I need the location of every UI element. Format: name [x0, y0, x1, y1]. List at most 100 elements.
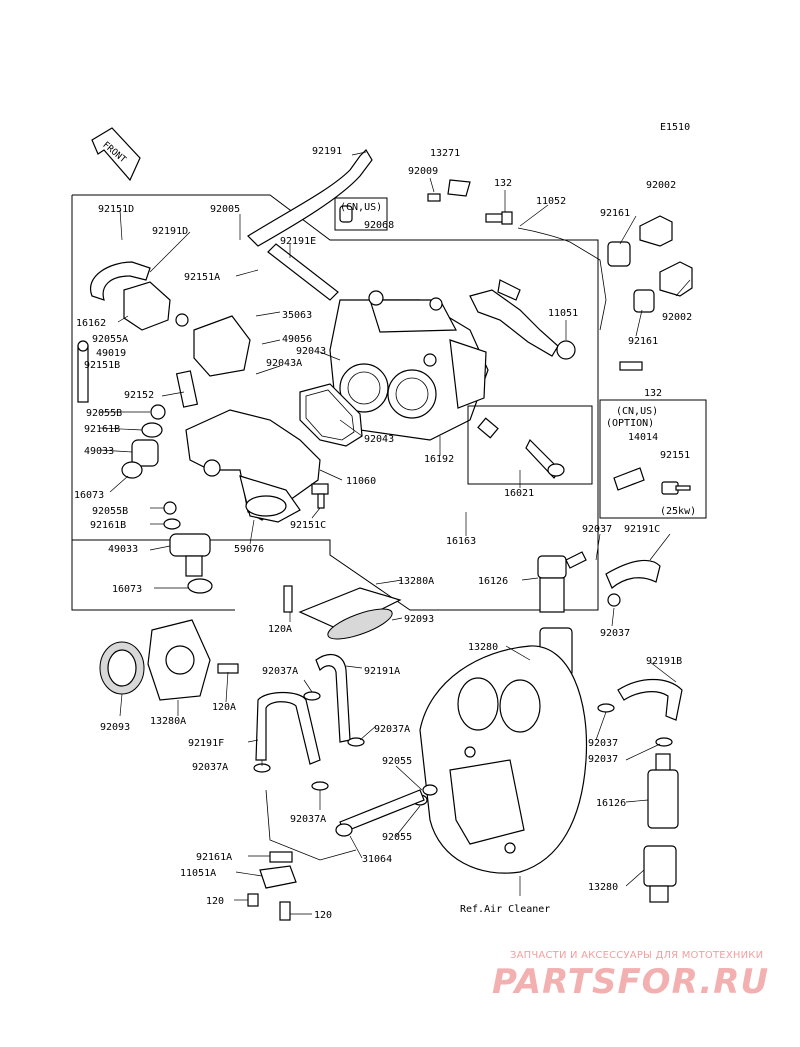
label-132-b: 132 [644, 388, 662, 399]
gasket-13280A-2 [147, 619, 211, 701]
cn-us-option-box [599, 399, 707, 519]
label-92191: 92191 [312, 146, 342, 157]
ring-92055B-1 [150, 404, 166, 420]
part-14014 [613, 467, 645, 491]
note-cn-us: (CN,US) [340, 202, 382, 213]
label-92037A-4: 92037A [290, 814, 326, 825]
valve-16126-top [537, 551, 621, 613]
label-92093-2: 92093 [100, 722, 130, 733]
bolt-120-b [279, 901, 291, 921]
pipe-31064 [335, 789, 425, 837]
bracket-11051 [469, 289, 559, 357]
cable-clip [497, 279, 521, 301]
label-92009: 92009 [408, 166, 438, 177]
hose-92191d [89, 261, 151, 301]
hose-92191a [315, 653, 351, 743]
label-11051A: 11051A [180, 868, 216, 879]
label-92191C: 92191C [624, 524, 660, 535]
label-92161-b: 92161 [628, 336, 658, 347]
leader-lines [99, 151, 691, 915]
label-92093-1: 92093 [404, 614, 434, 625]
clip-11051A [259, 865, 297, 889]
hose-92191 [247, 149, 373, 247]
watermark-tagline: ЗАПЧАСТИ И АКСЕССУАРЫ ДЛЯ МОТОТЕХНИКИ [510, 950, 764, 961]
bolt-120-a [247, 893, 259, 907]
ring-92055B-2 [163, 501, 177, 515]
label-13280-b: 13280 [588, 882, 618, 893]
injector-49033-1 [131, 439, 159, 467]
note-cn-us-option-2: (OPTION) [606, 418, 654, 429]
part-labels: E1510 92191 13271 92009 132 11052 92002 … [74, 122, 696, 921]
bracket-49019 [193, 315, 251, 377]
sensor-16021 [477, 417, 565, 479]
label-92151D: 92151D [98, 204, 134, 215]
label-92037-a: 92037 [582, 524, 612, 535]
label-92037A-2: 92037A [374, 724, 410, 735]
label-92055-1: 92055 [382, 756, 412, 767]
label-16163: 16163 [446, 536, 476, 547]
label-92043A: 92043A [266, 358, 302, 369]
label-11060: 11060 [346, 476, 376, 487]
label-49019: 49019 [96, 348, 126, 359]
label-92037-b: 92037 [600, 628, 630, 639]
label-31064: 31064 [362, 854, 392, 865]
bolt-120A-2 [217, 663, 239, 674]
label-92191E: 92191E [280, 236, 316, 247]
assembly-frame [71, 194, 599, 611]
label-49033-2: 49033 [108, 544, 138, 555]
pipe-92152 [175, 370, 199, 408]
ring-92161B-2 [163, 518, 181, 530]
gasket-inner [305, 389, 355, 441]
label-92043-a: 92043 [296, 346, 326, 357]
hose-92191f [255, 691, 321, 765]
label-92055B-2: 92055B [92, 506, 128, 517]
label-92161A: 92161A [196, 852, 232, 863]
bolt-92002-mid [633, 261, 693, 313]
label-92005: 92005 [210, 204, 240, 215]
label-92191B: 92191B [646, 656, 682, 667]
label-92055-2: 92055 [382, 832, 412, 843]
pulley-11051 [556, 340, 576, 360]
label-92161B-1: 92161B [84, 424, 120, 435]
label-92002-a: 92002 [646, 180, 676, 191]
label-16162: 16162 [76, 318, 106, 329]
label-14014: 14014 [628, 432, 658, 443]
label-92151C: 92151C [290, 520, 326, 531]
intake-manifold [185, 409, 321, 523]
label-11051: 11051 [548, 308, 578, 319]
air-cleaner-housing [419, 645, 588, 874]
label-92037A-1: 92037A [262, 666, 298, 677]
bolt-92151 [661, 481, 691, 495]
gasket-13280A-1 [298, 587, 402, 631]
ref-air-cleaner-note: Ref.Air Cleaner [460, 904, 550, 915]
cable-11052 [517, 227, 607, 331]
label-49033-1: 49033 [84, 446, 114, 457]
label-92161B-2: 92161B [90, 520, 126, 531]
oring-92093-1 [327, 608, 393, 640]
label-120A-1: 120A [268, 624, 292, 635]
label-92151B: 92151B [84, 360, 120, 371]
label-13271: 13271 [430, 148, 460, 159]
label-92191A: 92191A [364, 666, 400, 677]
note-25kw: (25kw) [660, 506, 696, 517]
bracket-92161A [269, 851, 293, 863]
cap-92068 [339, 205, 353, 223]
throttle-body [329, 290, 489, 441]
valve-16126-lower [647, 753, 679, 829]
label-16192: 16192 [424, 454, 454, 465]
hose-92191e [267, 243, 339, 301]
label-16073-2: 16073 [112, 584, 142, 595]
clamps-92037-lower [597, 703, 673, 747]
bolt-92002-top [607, 215, 673, 267]
label-92037-c: 92037 [588, 738, 618, 749]
diagram-code: E1510 [660, 122, 690, 133]
label-92151: 92151 [660, 450, 690, 461]
front-arrow-icon: FRONT [91, 127, 141, 182]
label-35063: 35063 [282, 310, 312, 321]
label-92037A-3: 92037A [192, 762, 228, 773]
sensor-group-box [467, 405, 593, 485]
label-92068: 92068 [364, 220, 394, 231]
gasket-11060 [299, 383, 363, 447]
